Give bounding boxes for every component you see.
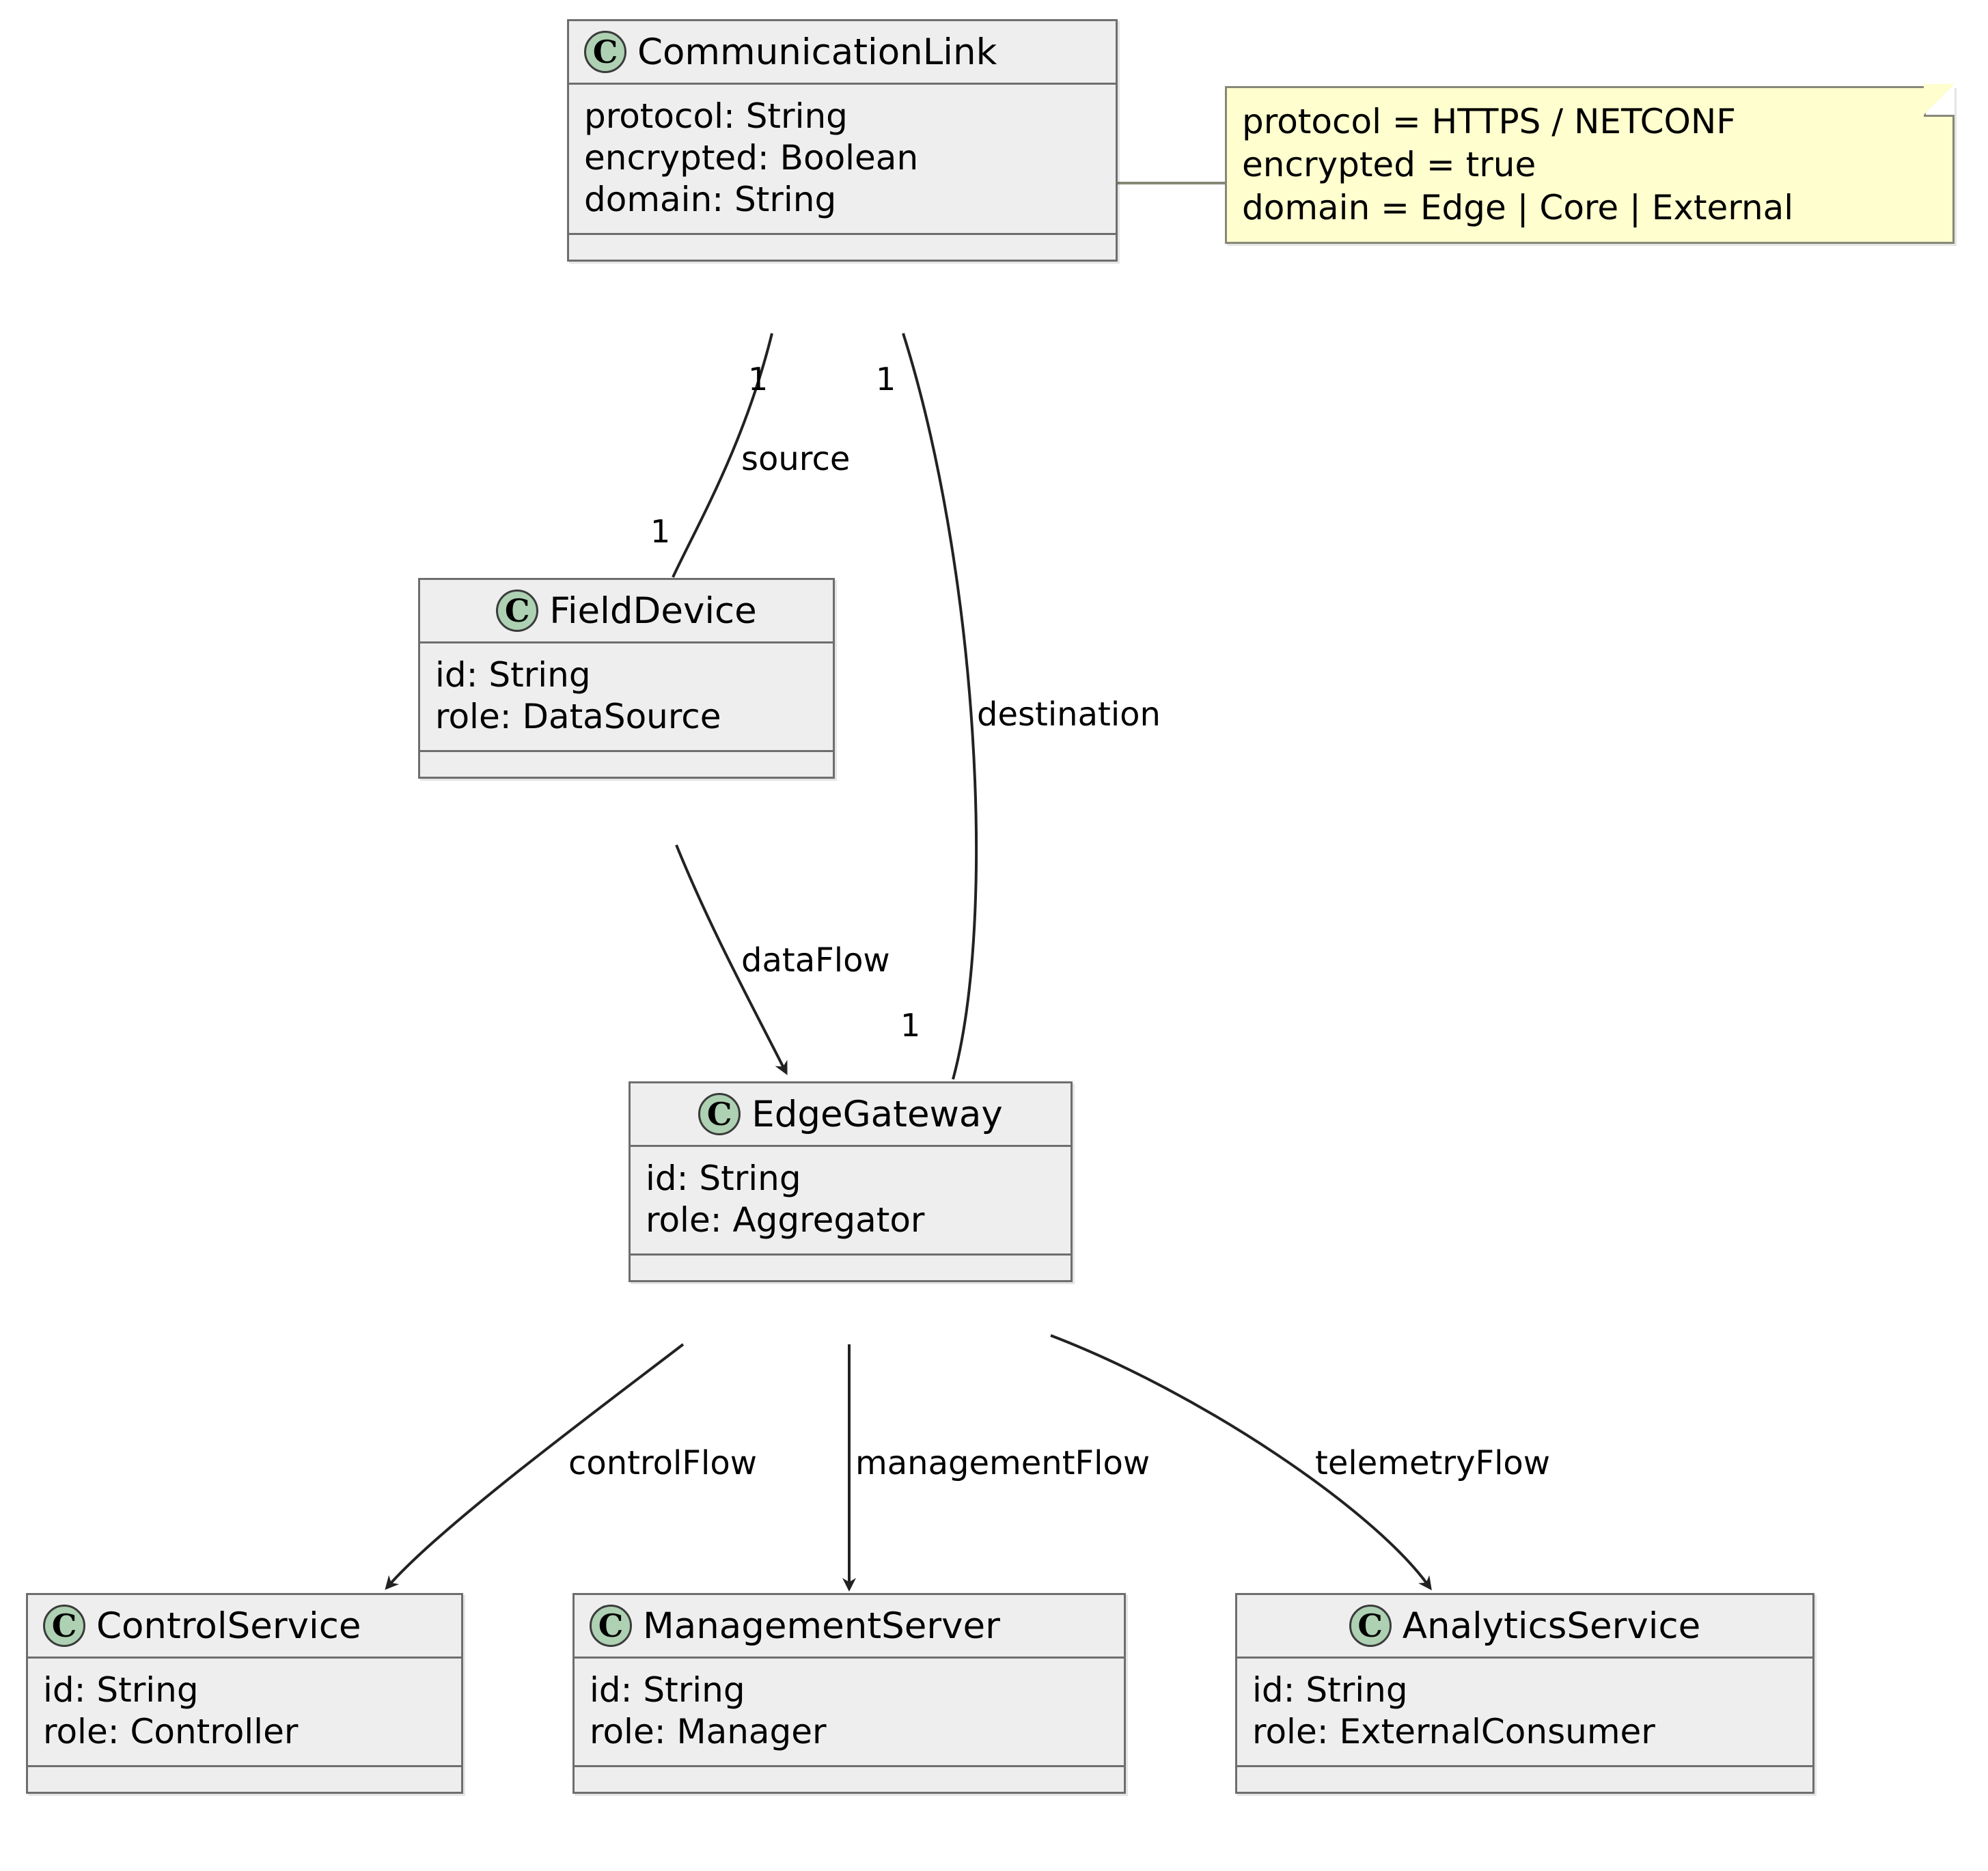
- class-header: C ManagementServer: [575, 1595, 1124, 1659]
- class-icon: C: [584, 31, 626, 73]
- class-attributes: id: String role: DataSource: [420, 643, 833, 752]
- note-fold-corner-icon: [1924, 84, 1955, 117]
- edge-label-source: source: [741, 440, 851, 478]
- class-title: FieldDevice: [549, 590, 757, 632]
- edge-label-destination: destination: [977, 695, 1161, 734]
- note-body: protocol = HTTPS / NETCONF encrypted = t…: [1227, 88, 1952, 242]
- class-box-edgegateway[interactable]: C EdgeGateway id: String role: Aggregato…: [629, 1081, 1073, 1282]
- class-methods: [569, 235, 1116, 260]
- attribute-row: id: String: [646, 1159, 801, 1198]
- edge-label-controlflow: controlFlow: [568, 1444, 757, 1482]
- class-header: C ControlService: [28, 1595, 461, 1659]
- class-attributes: id: String role: ExternalConsumer: [1237, 1659, 1812, 1767]
- class-icon: C: [1349, 1605, 1392, 1647]
- multiplicity-destination-bottom: 1: [900, 1007, 921, 1044]
- class-header: C CommunicationLink: [569, 21, 1116, 85]
- class-icon: C: [43, 1605, 85, 1647]
- edge-label-telemetryflow: telemetryFlow: [1315, 1444, 1551, 1482]
- attribute-row: role: DataSource: [435, 697, 721, 736]
- class-box-communicationlink[interactable]: C CommunicationLink protocol: String enc…: [567, 19, 1118, 262]
- class-box-analyticsservice[interactable]: C AnalyticsService id: String role: Exte…: [1235, 1593, 1814, 1794]
- note-line: protocol = HTTPS / NETCONF: [1242, 102, 1736, 141]
- multiplicity-source-bottom: 1: [650, 513, 671, 550]
- attribute-row: role: Controller: [43, 1712, 299, 1751]
- multiplicity-destination-top: 1: [876, 361, 896, 398]
- attribute-row: encrypted: Boolean: [584, 138, 919, 178]
- class-methods: [28, 1767, 461, 1792]
- class-header: C FieldDevice: [420, 580, 833, 643]
- note-line: domain = Edge | Core | External: [1242, 188, 1794, 227]
- class-attributes: protocol: String encrypted: Boolean doma…: [569, 85, 1116, 235]
- class-box-fielddevice[interactable]: C FieldDevice id: String role: DataSourc…: [418, 578, 835, 779]
- class-icon: C: [698, 1093, 741, 1135]
- multiplicity-source-top: 1: [748, 361, 769, 398]
- class-methods: [575, 1767, 1124, 1792]
- class-box-controlservice[interactable]: C ControlService id: String role: Contro…: [26, 1593, 463, 1794]
- class-title: ControlService: [96, 1605, 361, 1647]
- attribute-row: role: Manager: [590, 1712, 827, 1751]
- attribute-row: protocol: String: [584, 96, 848, 136]
- class-title: EdgeGateway: [751, 1093, 1003, 1135]
- class-title: ManagementServer: [643, 1605, 1000, 1647]
- note-communicationlink-values: protocol = HTTPS / NETCONF encrypted = t…: [1225, 84, 1955, 244]
- class-header: C AnalyticsService: [1237, 1595, 1812, 1659]
- attribute-row: domain: String: [584, 180, 837, 219]
- attribute-row: role: Aggregator: [646, 1200, 925, 1240]
- class-title: AnalyticsService: [1402, 1605, 1701, 1647]
- edge-label-managementflow: managementFlow: [855, 1444, 1150, 1482]
- class-title: CommunicationLink: [637, 31, 997, 73]
- class-methods: [420, 752, 833, 777]
- class-icon: C: [496, 590, 539, 632]
- edge-destination-line: [902, 333, 978, 1080]
- class-icon: C: [590, 1605, 632, 1647]
- edge-label-dataflow: dataFlow: [741, 941, 890, 980]
- note-line: encrypted = true: [1242, 145, 1536, 184]
- attribute-row: id: String: [43, 1670, 199, 1710]
- class-methods: [631, 1256, 1071, 1280]
- class-methods: [1237, 1767, 1812, 1792]
- attribute-row: role: ExternalConsumer: [1252, 1712, 1655, 1751]
- class-header: C EdgeGateway: [631, 1083, 1071, 1147]
- class-box-managementserver[interactable]: C ManagementServer id: String role: Mana…: [572, 1593, 1126, 1794]
- class-attributes: id: String role: Manager: [575, 1659, 1124, 1767]
- attribute-row: id: String: [1252, 1670, 1408, 1710]
- class-attributes: id: String role: Controller: [28, 1659, 461, 1767]
- attribute-row: id: String: [590, 1670, 745, 1710]
- attribute-row: id: String: [435, 655, 591, 695]
- class-attributes: id: String role: Aggregator: [631, 1147, 1071, 1256]
